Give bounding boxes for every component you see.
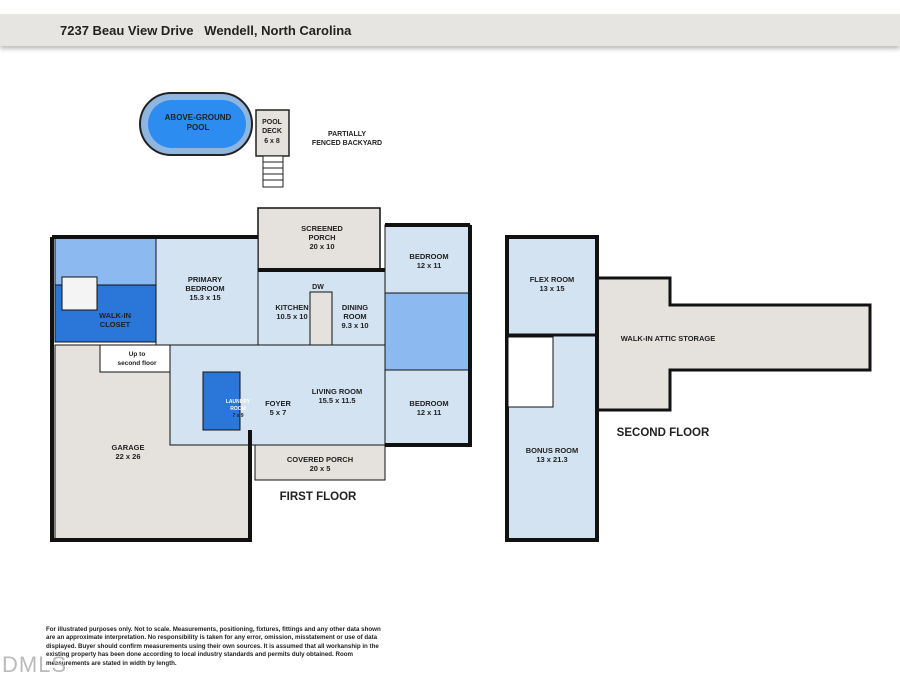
- attic-storage: [595, 276, 872, 412]
- yard-label: PARTIALLY: [328, 131, 366, 138]
- covered-porch-label: COVERED PORCH: [287, 455, 353, 464]
- deck-stairs: [262, 155, 284, 188]
- bedroom-top-label: BEDROOM: [409, 252, 448, 261]
- primary-bedroom: [155, 236, 259, 346]
- laundry-room: [202, 371, 241, 431]
- laundry-label: LAUNDRY: [226, 399, 251, 405]
- living-room-label: LIVING ROOM: [312, 387, 362, 396]
- header-bar: 7237 Beau View Drive Wendell, North Caro…: [0, 14, 900, 46]
- covered-porch-size: 20 x 5: [310, 464, 331, 473]
- bedroom-bottom-label: BEDROOM: [409, 399, 448, 408]
- stairs-label-2: second floor: [117, 360, 156, 367]
- screened-porch: [257, 207, 381, 271]
- screened-porch-label-2: PORCH: [308, 233, 335, 242]
- second-floor: [505, 235, 872, 542]
- primary-bedroom-size: 15.3 x 15: [189, 293, 220, 302]
- yard-label-2: FENCED BACKYARD: [312, 140, 382, 147]
- first-floor-label: FIRST FLOOR: [280, 491, 357, 503]
- attic-label: WALK-IN ATTIC STORAGE: [621, 334, 715, 343]
- disclaimer: For illustrated purposes only. Not to sc…: [46, 626, 381, 667]
- dishwasher-label: DW: [312, 284, 324, 291]
- garage-size: 22 x 26: [115, 452, 140, 461]
- dmls-watermark: DMLS: [2, 652, 68, 677]
- kitchen-size: 10.5 x 10: [276, 312, 307, 321]
- hall-bath: [384, 292, 471, 371]
- closet-label: WALK-IN: [99, 311, 131, 320]
- bonus-room-label: BONUS ROOM: [526, 446, 579, 455]
- kitchen-island: [309, 291, 333, 349]
- foyer-label: FOYER: [265, 399, 291, 408]
- covered-porch: [254, 444, 386, 481]
- closet-label-2: CLOSET: [100, 320, 131, 329]
- dining-label: DINING: [342, 303, 368, 312]
- second-floor-label: SECOND FLOOR: [617, 427, 710, 439]
- flex-room-size: 13 x 15: [539, 284, 564, 293]
- bedroom-top-size: 12 x 11: [417, 261, 442, 270]
- foyer-size: 5 x 7: [270, 408, 287, 417]
- laundry-label-2: ROOM: [230, 406, 246, 412]
- dining-size: 9.3 x 10: [341, 321, 368, 330]
- shower: [61, 276, 98, 311]
- property-title: 7237 Beau View Drive Wendell, North Caro…: [60, 23, 352, 38]
- pool-label-2: POOL: [187, 123, 210, 132]
- primary-bedroom-label: PRIMARY: [188, 275, 222, 284]
- bedroom-bottom: [384, 369, 471, 446]
- screened-porch-label: SCREENED: [301, 224, 343, 233]
- deck-label: POOL: [262, 119, 283, 126]
- bedroom-top: [384, 224, 471, 294]
- primary-bedroom-label-2: BEDROOM: [185, 284, 224, 293]
- deck-label-2: DECK: [262, 128, 282, 135]
- living-room-size: 15.5 x 11.5: [318, 396, 355, 405]
- stairs-up: [99, 344, 171, 373]
- dining-label-2: ROOM: [343, 312, 366, 321]
- laundry-size: 7 x 9: [232, 413, 243, 419]
- deck-size: 6 x 8: [264, 138, 280, 145]
- pool-deck: [255, 109, 290, 157]
- bonus-room-size: 13 x 21.3: [536, 455, 567, 464]
- flex-room-label: FLEX ROOM: [530, 275, 575, 284]
- stairs-down: [507, 336, 554, 408]
- pool-label: ABOVE-GROUND: [165, 113, 232, 122]
- pool-water: [148, 100, 246, 148]
- first-floor: [50, 207, 472, 542]
- kitchen-label: KITCHEN: [275, 303, 308, 312]
- stairs-label: Up to: [129, 351, 146, 358]
- screened-porch-size: 20 x 10: [309, 242, 334, 251]
- bedroom-bottom-size: 12 x 11: [417, 408, 442, 417]
- exterior-walls: [50, 223, 472, 542]
- garage-label: GARAGE: [112, 443, 145, 452]
